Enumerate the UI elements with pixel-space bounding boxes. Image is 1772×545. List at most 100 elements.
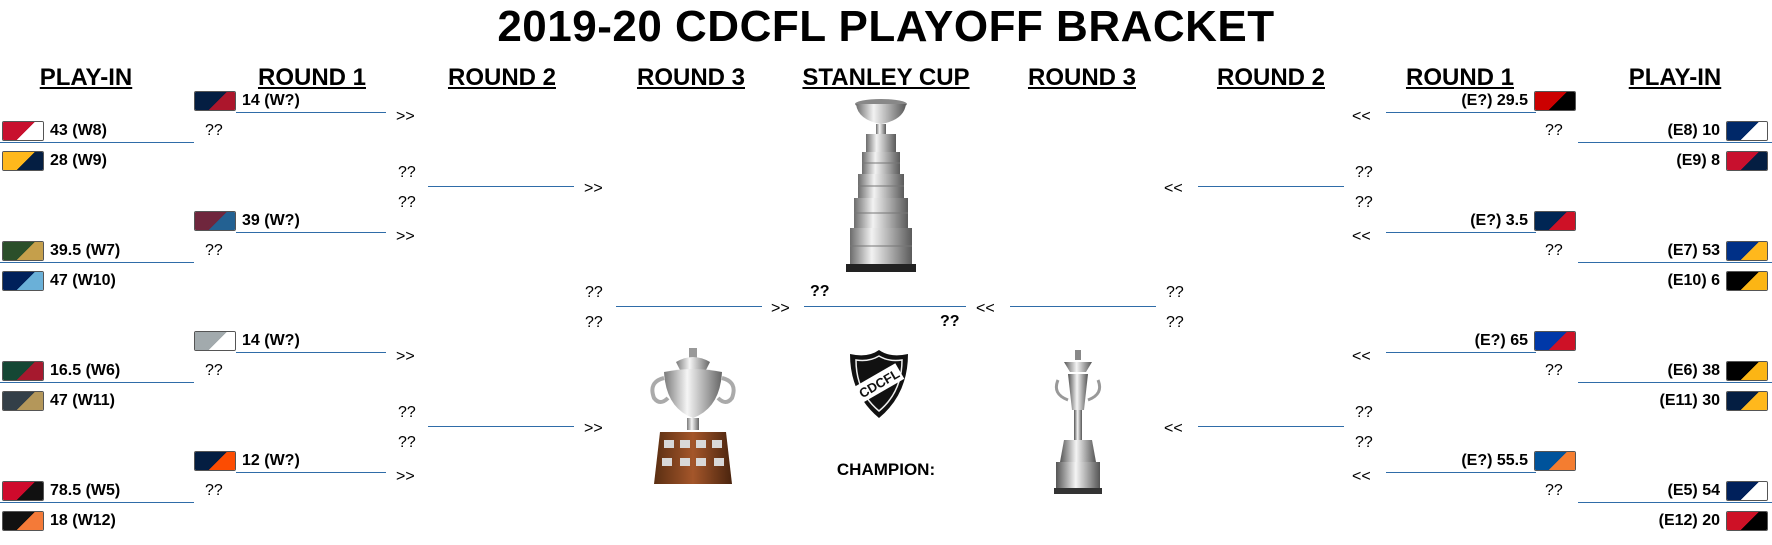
team-score: 47 (W11) bbox=[50, 392, 115, 409]
play-in-winner-placeholder: ?? bbox=[205, 242, 223, 259]
round1-winner-placeholder: ?? bbox=[1355, 434, 1373, 451]
advance-arrow: >> bbox=[584, 420, 603, 437]
bracket-line bbox=[1578, 142, 1772, 143]
champion-label: CHAMPION: bbox=[836, 460, 936, 479]
bracket-line bbox=[1010, 306, 1156, 307]
team-logo-icon bbox=[194, 451, 236, 471]
round1-winner-placeholder: ?? bbox=[398, 434, 416, 451]
team-logo-icon bbox=[2, 391, 44, 411]
team-score: (E?) 29.5 bbox=[1461, 92, 1528, 109]
team-logo-icon bbox=[1726, 391, 1768, 411]
team-score: 39.5 (W7) bbox=[50, 242, 121, 259]
team-logo-icon bbox=[1534, 331, 1576, 351]
advance-arrow: << bbox=[1352, 108, 1371, 125]
stanley-cup-trophy-icon bbox=[836, 98, 926, 274]
team-score: 47 (W10) bbox=[50, 272, 116, 289]
team-logo-icon bbox=[2, 151, 44, 171]
team-score: (E11) 30 bbox=[1659, 392, 1720, 409]
team-score: (E7) 53 bbox=[1667, 242, 1720, 259]
team-score: 14 (W?) bbox=[242, 92, 300, 109]
round1-winner-placeholder: ?? bbox=[1355, 194, 1373, 211]
team-logo-icon bbox=[1726, 511, 1768, 531]
team-logo-icon bbox=[1726, 241, 1768, 261]
advance-arrow: >> bbox=[396, 228, 415, 245]
bracket-line bbox=[1578, 262, 1772, 263]
team-logo-icon bbox=[1534, 91, 1576, 111]
team-score: (E8) 10 bbox=[1667, 122, 1720, 139]
bracket-line bbox=[804, 306, 966, 307]
round2-winner-placeholder: ?? bbox=[1166, 284, 1184, 301]
header-play-in-west: PLAY-IN bbox=[39, 64, 133, 91]
advance-arrow: << bbox=[1164, 420, 1183, 437]
west-finalist-placeholder: ?? bbox=[810, 283, 830, 300]
advance-arrow: >> bbox=[396, 468, 415, 485]
advance-arrow: << bbox=[1352, 228, 1371, 245]
play-in-winner-placeholder: ?? bbox=[205, 122, 223, 139]
round1-winner-placeholder: ?? bbox=[398, 164, 416, 181]
bracket-line bbox=[1386, 232, 1536, 233]
play-in-winner-placeholder: ?? bbox=[1545, 242, 1563, 259]
round2-winner-placeholder: ?? bbox=[585, 314, 603, 331]
play-in-winner-placeholder: ?? bbox=[205, 362, 223, 379]
team-score: (E?) 3.5 bbox=[1470, 212, 1528, 229]
header-stanley-cup: STANLEY CUP bbox=[802, 64, 970, 91]
team-score: 14 (W?) bbox=[242, 332, 300, 349]
team-logo-icon bbox=[194, 211, 236, 231]
bracket-line bbox=[1386, 112, 1536, 113]
round1-winner-placeholder: ?? bbox=[1355, 164, 1373, 181]
team-logo-icon bbox=[1726, 481, 1768, 501]
clarence-campbell-bowl-icon bbox=[646, 348, 740, 492]
cdcfl-league-logo-icon: CDCFL bbox=[846, 348, 912, 425]
advance-arrow: >> bbox=[396, 108, 415, 125]
team-logo-icon bbox=[2, 511, 44, 531]
advance-arrow: >> bbox=[584, 180, 603, 197]
bracket-line bbox=[428, 186, 574, 187]
team-score: (E?) 55.5 bbox=[1461, 452, 1528, 469]
round2-winner-placeholder: ?? bbox=[585, 284, 603, 301]
team-logo-icon bbox=[1534, 211, 1576, 231]
header-round1-east: ROUND 1 bbox=[1405, 64, 1514, 91]
bracket-line bbox=[236, 232, 386, 233]
advance-arrow: << bbox=[976, 300, 995, 317]
team-logo-icon bbox=[194, 331, 236, 351]
play-in-winner-placeholder: ?? bbox=[1545, 122, 1563, 139]
bracket-line bbox=[1386, 352, 1536, 353]
team-score: 12 (W?) bbox=[242, 452, 300, 469]
team-logo-icon bbox=[2, 271, 44, 291]
round1-winner-placeholder: ?? bbox=[398, 194, 416, 211]
team-score: (E6) 38 bbox=[1667, 362, 1720, 379]
page-title: 2019-20 CDCFL PLAYOFF BRACKET bbox=[497, 2, 1275, 51]
bracket-line bbox=[616, 306, 762, 307]
team-score: 78.5 (W5) bbox=[50, 482, 121, 499]
play-in-winner-placeholder: ?? bbox=[1545, 362, 1563, 379]
bracket-line bbox=[236, 472, 386, 473]
header-round3-west: ROUND 3 bbox=[636, 64, 745, 91]
east-finalist-placeholder: ?? bbox=[940, 313, 960, 330]
header-round2-west: ROUND 2 bbox=[447, 64, 556, 91]
team-score: 18 (W12) bbox=[50, 512, 116, 529]
team-score: 39 (W?) bbox=[242, 212, 300, 229]
round1-winner-placeholder: ?? bbox=[1355, 404, 1373, 421]
team-logo-icon bbox=[1726, 121, 1768, 141]
round1-winner-placeholder: ?? bbox=[398, 404, 416, 421]
bracket-line bbox=[1386, 472, 1536, 473]
team-score: 28 (W9) bbox=[50, 152, 107, 169]
team-score: (E9) 8 bbox=[1676, 152, 1720, 169]
header-play-in-east: PLAY-IN bbox=[1628, 64, 1722, 91]
advance-arrow: << bbox=[1352, 468, 1371, 485]
advance-arrow: >> bbox=[771, 300, 790, 317]
prince-of-wales-trophy-icon bbox=[1050, 350, 1106, 496]
bracket-line bbox=[1198, 186, 1344, 187]
team-logo-icon bbox=[194, 91, 236, 111]
team-logo-icon bbox=[2, 481, 44, 501]
team-score: (E?) 65 bbox=[1474, 332, 1528, 349]
team-logo-icon bbox=[1534, 451, 1576, 471]
team-score: (E12) 20 bbox=[1658, 512, 1720, 529]
bracket-line bbox=[236, 352, 386, 353]
advance-arrow: << bbox=[1164, 180, 1183, 197]
header-round2-east: ROUND 2 bbox=[1216, 64, 1325, 91]
bracket-line bbox=[428, 426, 574, 427]
team-score: 16.5 (W6) bbox=[50, 362, 121, 379]
team-logo-icon bbox=[2, 361, 44, 381]
advance-arrow: >> bbox=[396, 348, 415, 365]
